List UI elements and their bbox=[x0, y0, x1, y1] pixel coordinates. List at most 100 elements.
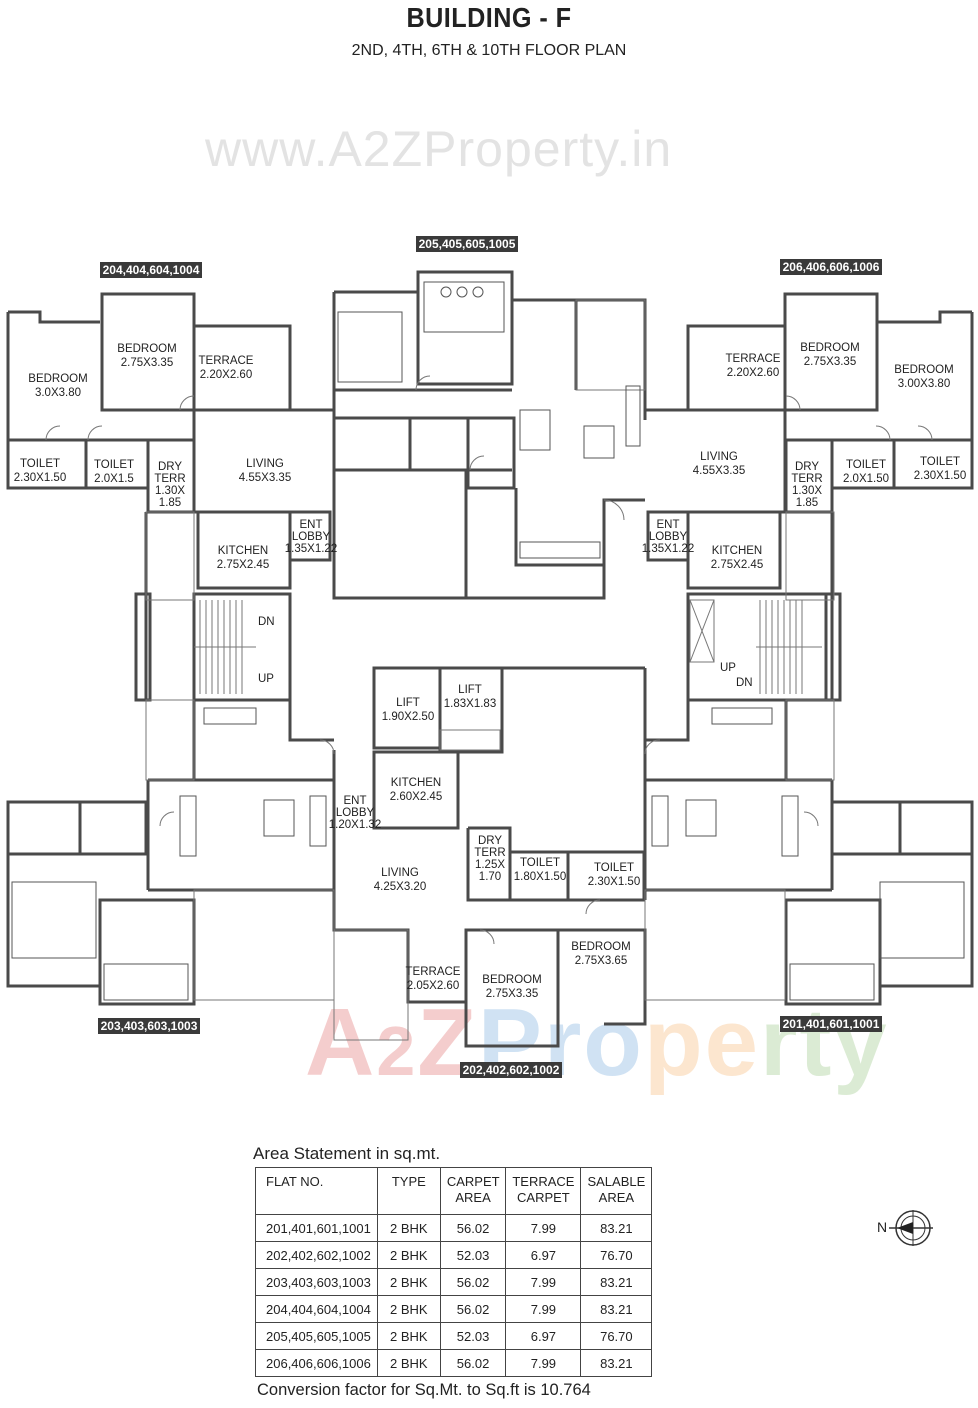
stair-label-up-east: UP bbox=[720, 662, 736, 674]
room-label-lift-a: 1.90X2.50 bbox=[382, 711, 434, 723]
north-arrow: N bbox=[875, 1208, 939, 1253]
cell-carpet: 56.02 bbox=[439, 1268, 507, 1296]
room-label-s-bedroom-a: BEDROOM bbox=[571, 941, 630, 953]
flat-tag-201: 201,401,601,1001 bbox=[780, 1016, 882, 1032]
cell-terrace: 7.99 bbox=[505, 1349, 582, 1377]
room-label-ne-kitchen: KITCHEN bbox=[712, 545, 762, 557]
room-label-s-dry-terr: DRY bbox=[478, 835, 502, 847]
cell-terrace: 6.97 bbox=[505, 1241, 582, 1269]
room-label-ne-dry-terr: DRY bbox=[795, 461, 819, 473]
area-statement-title: Area Statement in sq.mt. bbox=[253, 1144, 441, 1163]
flat-tag-204: 204,404,604,1004 bbox=[100, 262, 202, 278]
room-label-s-bedroom-b: 2.75X3.35 bbox=[486, 988, 538, 1000]
cell-salable: 83.21 bbox=[580, 1349, 653, 1377]
room-label-ne-toilet-b: 2.30X1.50 bbox=[914, 470, 966, 482]
cell-flat: 205,405,605,1005 bbox=[255, 1322, 378, 1350]
room-label-nw-ent-lobby: 1.35X1.22 bbox=[285, 543, 337, 555]
room-label-ne-dry-terr: 1.85 bbox=[796, 497, 818, 509]
cell-salable: 76.70 bbox=[580, 1241, 653, 1269]
cell-type: 2 BHK bbox=[376, 1322, 441, 1350]
room-label-ne-bedroom-a: BEDROOM bbox=[800, 342, 859, 354]
room-label-ne-ent-lobby: ENT bbox=[657, 519, 680, 531]
room-label-nw-bedroom-a: 3.0X3.80 bbox=[35, 387, 81, 399]
cell-salable: 83.21 bbox=[580, 1268, 653, 1296]
cell-salable: 83.21 bbox=[580, 1295, 653, 1323]
stair-label-up-west: UP bbox=[258, 673, 274, 685]
room-label-nw-terrace: TERRACE bbox=[199, 355, 254, 367]
room-label-nw-ent-lobby: LOBBY bbox=[292, 531, 331, 543]
col-salable: SALABLE AREA bbox=[580, 1167, 653, 1215]
flat-tag-206: 206,406,606,1006 bbox=[780, 259, 882, 275]
cell-type: 2 BHK bbox=[376, 1268, 441, 1296]
cell-carpet: 56.02 bbox=[439, 1295, 507, 1323]
svg-text:205,405,605,1005: 205,405,605,1005 bbox=[419, 237, 516, 251]
page-subtitle: 2ND, 4TH, 6TH & 10TH FLOOR PLAN bbox=[351, 42, 627, 59]
cell-flat: 201,401,601,1001 bbox=[255, 1214, 378, 1242]
room-label-nw-dry-terr: 1.85 bbox=[159, 497, 181, 509]
room-label-s-toilet-b: 2.30X1.50 bbox=[588, 876, 640, 888]
room-label-s-toilet-b: TOILET bbox=[594, 862, 634, 874]
compass-icon: N bbox=[877, 1210, 933, 1246]
room-label-ne-dry-terr: 1.30X bbox=[792, 485, 822, 497]
cell-flat: 204,404,604,1004 bbox=[255, 1295, 378, 1323]
room-label-nw-dry-terr: 1.30X bbox=[155, 485, 185, 497]
svg-text:204,404,604,1004: 204,404,604,1004 bbox=[103, 263, 200, 277]
cell-salable: 83.21 bbox=[580, 1214, 653, 1242]
room-label-ne-ent-lobby: 1.35X1.22 bbox=[642, 543, 694, 555]
room-label-ne-bedroom-b: BEDROOM bbox=[894, 364, 953, 376]
stair-label-dn-west: DN bbox=[258, 616, 275, 628]
cell-flat: 203,403,603,1003 bbox=[255, 1268, 378, 1296]
col-type: TYPE bbox=[376, 1167, 441, 1215]
cell-carpet: 56.02 bbox=[439, 1214, 507, 1242]
room-label-nw-terrace: 2.20X2.60 bbox=[200, 369, 252, 381]
room-label-nw-bedroom-b: BEDROOM bbox=[117, 343, 176, 355]
north-label: N bbox=[877, 1219, 887, 1235]
walls bbox=[6, 270, 974, 1048]
page-title: BUILDING - F bbox=[406, 2, 572, 33]
room-label-ne-ent-lobby: LOBBY bbox=[649, 531, 688, 543]
room-label-s-toilet-a: TOILET bbox=[520, 857, 560, 869]
cell-salable: 76.70 bbox=[580, 1322, 653, 1350]
cell-type: 2 BHK bbox=[376, 1349, 441, 1377]
cell-type: 2 BHK bbox=[376, 1214, 441, 1242]
room-label-ne-toilet-a: 2.0X1.50 bbox=[843, 473, 889, 485]
cell-terrace: 6.97 bbox=[505, 1322, 582, 1350]
cell-type: 2 BHK bbox=[376, 1295, 441, 1323]
room-label-s-bedroom-b: BEDROOM bbox=[482, 974, 541, 986]
room-label-s-ent-lobby: 1.20X1.32 bbox=[329, 819, 381, 831]
flat-tag-202: 202,402,602,1002 bbox=[460, 1062, 562, 1078]
room-label-nw-toilet-b: TOILET bbox=[94, 459, 134, 471]
cell-flat: 206,406,606,1006 bbox=[255, 1349, 378, 1377]
room-label-lift-a: LIFT bbox=[396, 697, 420, 709]
room-label-s-bedroom-a: 2.75X3.65 bbox=[575, 955, 627, 967]
room-label-nw-toilet-b: 2.0X1.5 bbox=[94, 473, 134, 485]
room-label-ne-terrace: TERRACE bbox=[726, 353, 781, 365]
col-terrace: TERRACE CARPET bbox=[505, 1167, 582, 1215]
room-label-ne-living: 4.55X3.35 bbox=[693, 465, 745, 477]
room-label-s-toilet-a: 1.80X1.50 bbox=[514, 871, 566, 883]
room-label-ne-terrace: 2.20X2.60 bbox=[727, 367, 779, 379]
room-label-ne-living: LIVING bbox=[700, 451, 738, 463]
room-label-ne-toilet-a: TOILET bbox=[846, 459, 886, 471]
room-label-ne-dry-terr: TERR bbox=[791, 473, 822, 485]
room-label-nw-dry-terr: DRY bbox=[158, 461, 182, 473]
cell-flat: 202,402,602,1002 bbox=[255, 1241, 378, 1269]
room-label-nw-ent-lobby: ENT bbox=[300, 519, 323, 531]
room-label-s-kitchen: KITCHEN bbox=[391, 777, 441, 789]
room-label-ne-kitchen: 2.75X2.45 bbox=[711, 559, 763, 571]
cell-terrace: 7.99 bbox=[505, 1295, 582, 1323]
room-label-nw-toilet-a: 2.30X1.50 bbox=[14, 472, 66, 484]
room-label-nw-bedroom-a: BEDROOM bbox=[28, 373, 87, 385]
room-label-s-terrace: TERRACE bbox=[406, 966, 461, 978]
room-label-nw-living: 4.55X3.35 bbox=[239, 472, 291, 484]
thin-outlines bbox=[45, 299, 933, 1041]
room-label-s-terrace: 2.05X2.60 bbox=[407, 980, 459, 992]
col-flat-no: FLAT NO. bbox=[255, 1167, 378, 1215]
